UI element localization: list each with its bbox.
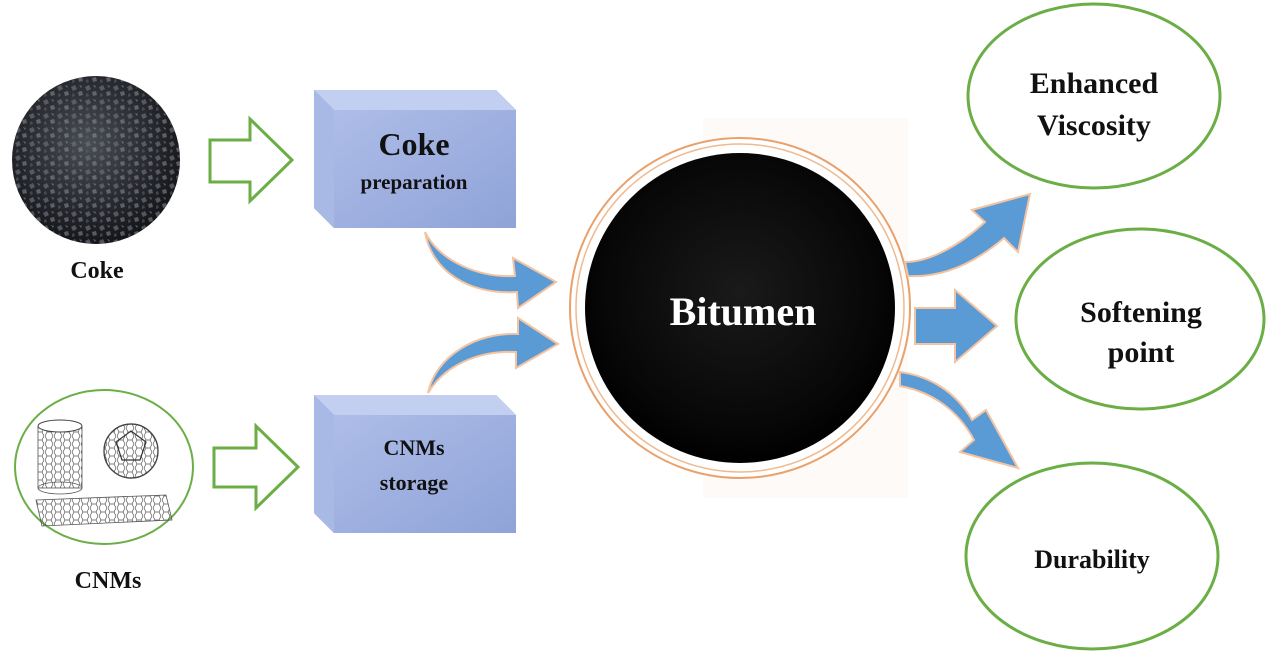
durability-label: Durability xyxy=(1034,545,1150,574)
coke-box-title: Coke xyxy=(378,126,449,162)
cnms-image xyxy=(14,389,194,545)
curved-arrow-icon xyxy=(903,192,1032,278)
arrow-right-icon xyxy=(212,422,301,512)
softening-line1: Softening xyxy=(1080,296,1202,329)
softening-point-node: Softening point xyxy=(1014,227,1266,411)
curved-arrow-icon xyxy=(427,316,560,394)
arrow-right-icon xyxy=(208,115,295,205)
coke-preparation-box: Coke preparation xyxy=(314,90,516,228)
cnms-box-line2: storage xyxy=(380,470,449,495)
arrow-right-icon xyxy=(914,287,999,365)
nanotube-icon xyxy=(37,419,83,495)
bitumen-label: Bitumen xyxy=(670,289,817,334)
graphene-sheet-icon xyxy=(35,494,173,527)
curved-arrow-icon xyxy=(899,370,1021,470)
coke-label: Coke xyxy=(70,258,124,284)
durability-node: Durability xyxy=(964,461,1220,651)
curved-arrow-icon xyxy=(424,231,558,310)
cnms-label: CNMs xyxy=(75,568,142,594)
cnms-box-line1: CNMs xyxy=(383,435,445,460)
coke-image xyxy=(12,76,180,244)
enhanced-viscosity-node: Enhanced Viscosity xyxy=(966,2,1222,190)
bitumen-node: Bitumen xyxy=(569,118,911,498)
viscosity-line1: Enhanced xyxy=(1030,67,1159,100)
softening-line2: point xyxy=(1108,336,1175,369)
coke-box-subtitle: preparation xyxy=(361,170,468,194)
cnms-storage-box: CNMs storage xyxy=(314,395,516,533)
fullerene-icon xyxy=(103,423,159,479)
viscosity-line2: Viscosity xyxy=(1037,109,1151,142)
